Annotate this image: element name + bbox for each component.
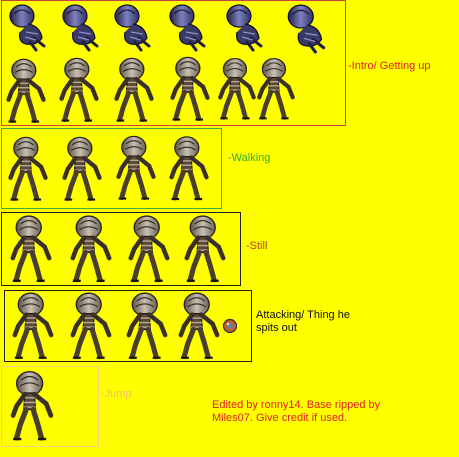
intro-sprite-frame-12	[253, 54, 299, 124]
attacking-sprite-frame-2	[66, 292, 116, 360]
still-section-label: -Still	[246, 240, 268, 252]
intro-sprite-frame-5	[222, 2, 268, 52]
intro-sprite-frame-7	[2, 58, 50, 124]
intro-sprite-frame-6	[282, 2, 332, 54]
attacking-section-box	[4, 290, 252, 362]
still-sprite-frame-4	[180, 214, 230, 284]
attacking-sprite-frame-1	[8, 292, 58, 360]
intro-section-box	[1, 0, 346, 126]
walking-sprite-frame-3	[112, 130, 160, 206]
intro-section-label: -Intro/ Getting up	[348, 60, 431, 72]
still-section-box	[1, 212, 241, 286]
attacking-section-label-line1: Attacking/ Thing he	[256, 309, 350, 321]
attacking-section-label-line2: spits out	[256, 322, 297, 334]
still-sprite-frame-2	[66, 214, 116, 284]
intro-sprite-frame-8	[55, 56, 103, 124]
walking-sprite-frame-2	[58, 132, 106, 206]
intro-sprite-frame-10	[166, 54, 214, 124]
intro-sprite-frame-9	[110, 56, 158, 124]
still-sprite-frame-3	[124, 214, 174, 284]
intro-sprite-frame-2	[58, 2, 104, 52]
walking-section-label: -Walking	[228, 152, 271, 164]
attacking-sprite-frame-4	[174, 292, 224, 360]
intro-sprite-frame-3	[110, 2, 156, 52]
credit-text-line1: Edited by ronny14. Base ripped by	[212, 399, 381, 411]
spit-projectile-icon	[222, 318, 238, 334]
walking-sprite-frame-4	[165, 131, 213, 206]
jump-section-box	[1, 366, 99, 447]
intro-sprite-frame-4	[165, 2, 211, 52]
jump-section-label: -Jump	[101, 388, 132, 400]
credit-text-line2: Miles07. Give credit if used.	[212, 412, 348, 424]
jump-sprite-frame-1	[6, 368, 58, 444]
walking-sprite-frame-1	[4, 132, 52, 206]
walking-section-box	[1, 128, 222, 209]
still-sprite-frame-1	[6, 214, 56, 284]
intro-sprite-frame-1	[5, 2, 51, 52]
attacking-sprite-frame-3	[122, 292, 172, 360]
